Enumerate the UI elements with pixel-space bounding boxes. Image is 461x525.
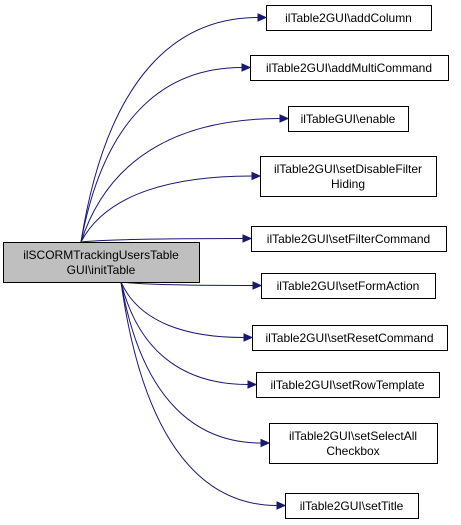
edge-arrowhead <box>243 333 254 342</box>
edge-to-setFormAction <box>120 281 263 290</box>
node-label-line: ilTable2GUI\setTitle <box>300 499 404 513</box>
edge-to-setResetCommand <box>120 281 254 342</box>
edge-to-setFilterCommand <box>80 234 253 243</box>
node-label-line: Hiding <box>331 177 365 191</box>
node-box <box>260 156 437 197</box>
node-setRowTemplate[interactable]: ilTable2GUI\setRowTemplate <box>256 372 440 398</box>
edge-to-addColumn <box>80 13 268 243</box>
edge-line <box>80 17 259 243</box>
edge-line <box>80 175 253 243</box>
node-box <box>256 372 440 398</box>
edge-to-setSelectAllCheckbox <box>120 281 271 448</box>
edge-arrowhead <box>257 13 268 22</box>
edge-arrowhead <box>260 438 271 448</box>
edge-to-setDisableFilterHiding <box>80 171 262 243</box>
edge-arrowhead <box>252 281 263 290</box>
node-addMultiCommand[interactable]: ilTable2GUI\addMultiCommand <box>250 55 449 81</box>
node-label-line: ilTableGUI\enable <box>301 112 396 126</box>
node-label-line: ilTable2GUI\setRowTemplate <box>270 378 424 392</box>
node-label-line: ilSCORMTrackingUsersTable <box>23 248 179 262</box>
edge-arrowhead <box>279 114 290 123</box>
edge-line <box>120 281 249 385</box>
node-label-line: ilTable2GUI\setFormAction <box>277 279 420 293</box>
node-setFilterCommand[interactable]: ilTable2GUI\setFilterCommand <box>251 226 447 252</box>
edge-arrowhead <box>247 380 258 389</box>
edge-line <box>80 118 281 243</box>
node-enable[interactable]: ilTableGUI\enable <box>288 106 409 132</box>
node-box <box>288 106 409 132</box>
node-label-line: ilTable2GUI\setDisableFilter <box>274 162 422 176</box>
edge-line <box>120 281 245 338</box>
edge-to-setRowTemplate <box>120 281 258 389</box>
node-box <box>266 5 432 31</box>
edge-line <box>120 281 278 506</box>
node-box <box>261 273 436 299</box>
edge-to-setTitle <box>120 281 287 510</box>
node-box <box>285 493 419 519</box>
edge-line <box>80 238 244 243</box>
node-label-line: ilTable2GUI\addMultiCommand <box>266 61 432 75</box>
node-setTitle[interactable]: ilTable2GUI\setTitle <box>285 493 419 519</box>
call-nodes: ilSCORMTrackingUsersTableGUI\initTableil… <box>3 5 449 519</box>
edge-to-addMultiCommand <box>80 63 252 243</box>
node-addColumn[interactable]: ilTable2GUI\addColumn <box>266 5 432 31</box>
node-label-line: ilTable2GUI\setResetCommand <box>265 331 433 345</box>
node-box <box>3 242 200 283</box>
node-label-line: GUI\initTable <box>67 263 136 277</box>
edge-line <box>120 281 262 444</box>
node-box <box>251 226 447 252</box>
node-label-line: ilTable2GUI\addColumn <box>285 11 412 25</box>
node-label-line: ilTable2GUI\setSelectAll <box>289 429 417 443</box>
edge-arrowhead <box>251 171 262 181</box>
node-box <box>250 55 449 81</box>
edge-line <box>80 67 243 243</box>
node-label-line: ilTable2GUI\setFilterCommand <box>267 232 430 246</box>
node-setResetCommand[interactable]: ilTable2GUI\setResetCommand <box>252 325 448 351</box>
edge-to-enable <box>80 114 290 243</box>
node-box <box>252 325 448 351</box>
node-setFormAction[interactable]: ilTable2GUI\setFormAction <box>261 273 436 299</box>
edge-arrowhead <box>276 501 287 510</box>
node-label-line: Checkbox <box>326 444 379 458</box>
node-box <box>269 423 438 464</box>
edge-arrowhead <box>241 63 252 72</box>
edge-arrowhead <box>242 234 253 243</box>
call-edges <box>80 13 290 510</box>
